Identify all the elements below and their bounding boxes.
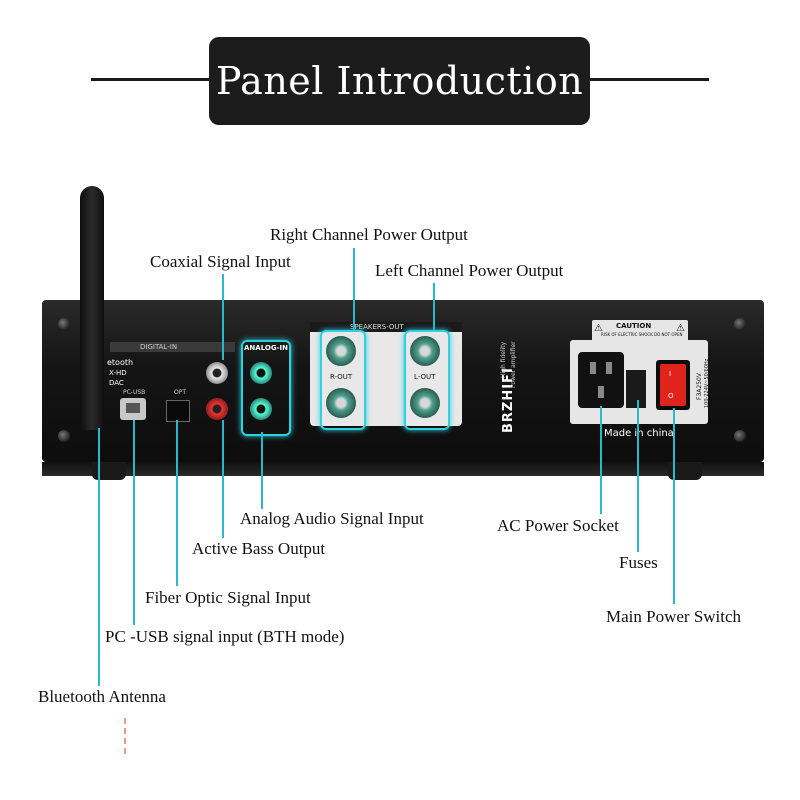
ac-pin xyxy=(598,386,604,398)
label-fiber-optic-signal-input: Fiber Optic Signal Input xyxy=(145,588,311,607)
label-bluetooth-antenna: Bluetooth Antenna xyxy=(38,687,166,706)
caution-subtext: RISK OF ELECTRIC SHOCK DO NOT OPEN xyxy=(601,332,683,337)
switch-mark: I xyxy=(669,370,672,378)
bluetooth-antenna xyxy=(80,186,104,430)
label-right-channel-power-output: Right Channel Power Output xyxy=(270,225,468,244)
digital-in-strip xyxy=(110,342,235,352)
ac-pin xyxy=(590,362,596,374)
right-channel-terminal-top xyxy=(326,336,356,366)
decorative-dash xyxy=(124,718,126,754)
callout-line-coaxial xyxy=(222,274,224,360)
left-channel-highlight xyxy=(404,330,450,430)
dac-text: DAC xyxy=(109,379,124,387)
label-coaxial-signal-input: Coaxial Signal Input xyxy=(150,252,291,271)
callout-line-active-bass xyxy=(222,420,224,538)
warning-icon: ⚠ xyxy=(676,323,685,334)
callout-line-ac-power xyxy=(600,406,602,514)
label-ac-power-socket: AC Power Socket xyxy=(497,516,619,535)
callout-line-bluetooth xyxy=(98,428,100,686)
callout-line-fuses xyxy=(637,400,639,552)
bass-jack xyxy=(206,398,228,420)
label-analog-audio-signal-input: Analog Audio Signal Input xyxy=(240,509,424,528)
label-left-channel-power-output: Left Channel Power Output xyxy=(375,261,564,280)
screw-icon xyxy=(734,318,746,330)
analog-in-highlight xyxy=(241,340,291,436)
left-channel-terminal-bottom xyxy=(410,388,440,418)
right-channel-highlight xyxy=(320,330,366,430)
bluetooth-text: etooth xyxy=(107,358,134,367)
screw-icon xyxy=(58,318,70,330)
warning-icon: ⚠ xyxy=(594,323,603,334)
callout-line-main-power xyxy=(673,408,675,604)
analog-in-label: ANALOG-IN xyxy=(244,344,288,352)
callout-line-analog-audio xyxy=(261,432,263,509)
speakers-out-label: SPEAKERS-OUT xyxy=(350,323,404,331)
title-rule-right xyxy=(590,78,709,81)
l-out-label: L-OUT xyxy=(414,373,436,381)
ac-pin xyxy=(606,362,612,374)
brand-subtitle-2: Power amplifier xyxy=(510,341,517,388)
power-switch-rocker xyxy=(660,364,686,406)
screw-icon xyxy=(58,430,70,442)
callout-line-left-channel xyxy=(433,283,435,330)
usb-port-inner xyxy=(126,403,140,413)
pc-usb-text: PC-USB xyxy=(123,389,146,396)
voltage-rating: 100-224V~50/60Hz xyxy=(704,358,710,408)
title-rule-left xyxy=(91,78,209,81)
right-channel-terminal-bottom xyxy=(326,388,356,418)
callout-line-fiber-optic xyxy=(176,420,178,586)
optical-port xyxy=(166,400,190,422)
brand-subtitle-1: High fidelity xyxy=(500,341,507,378)
opt-text: OPT xyxy=(174,389,187,396)
digital-in-label: DIGITAL-IN xyxy=(140,343,178,351)
label-active-bass-output: Active Bass Output xyxy=(192,539,326,558)
xhd-text: X-HD xyxy=(109,369,127,377)
callout-line-right-channel xyxy=(353,248,355,330)
label-pc-usb-signal-input: PC -USB signal input (BTH mode) xyxy=(105,627,345,646)
callout-line-pc-usb xyxy=(133,420,135,625)
device-base xyxy=(42,462,764,476)
caution-label: CAUTION xyxy=(616,322,652,330)
coaxial-jack xyxy=(206,362,228,384)
device-foot-left xyxy=(92,462,126,480)
left-channel-terminal-top xyxy=(410,336,440,366)
fuse-rating: F3A250V xyxy=(696,373,703,400)
label-main-power-switch: Main Power Switch xyxy=(606,607,742,626)
page-title: Panel Introduction xyxy=(209,37,590,125)
analog-jack-top xyxy=(250,362,272,384)
speakers-out-bar xyxy=(310,322,462,332)
device-foot-right xyxy=(668,462,702,480)
analog-jack-bottom xyxy=(250,398,272,420)
label-fuses: Fuses xyxy=(619,553,658,572)
fuse-holder xyxy=(626,370,646,408)
ac-socket xyxy=(578,352,624,408)
screw-icon xyxy=(734,430,746,442)
r-out-label: R-OUT xyxy=(330,373,353,381)
caution-box xyxy=(592,320,688,342)
switch-mark-off: O xyxy=(668,392,674,400)
